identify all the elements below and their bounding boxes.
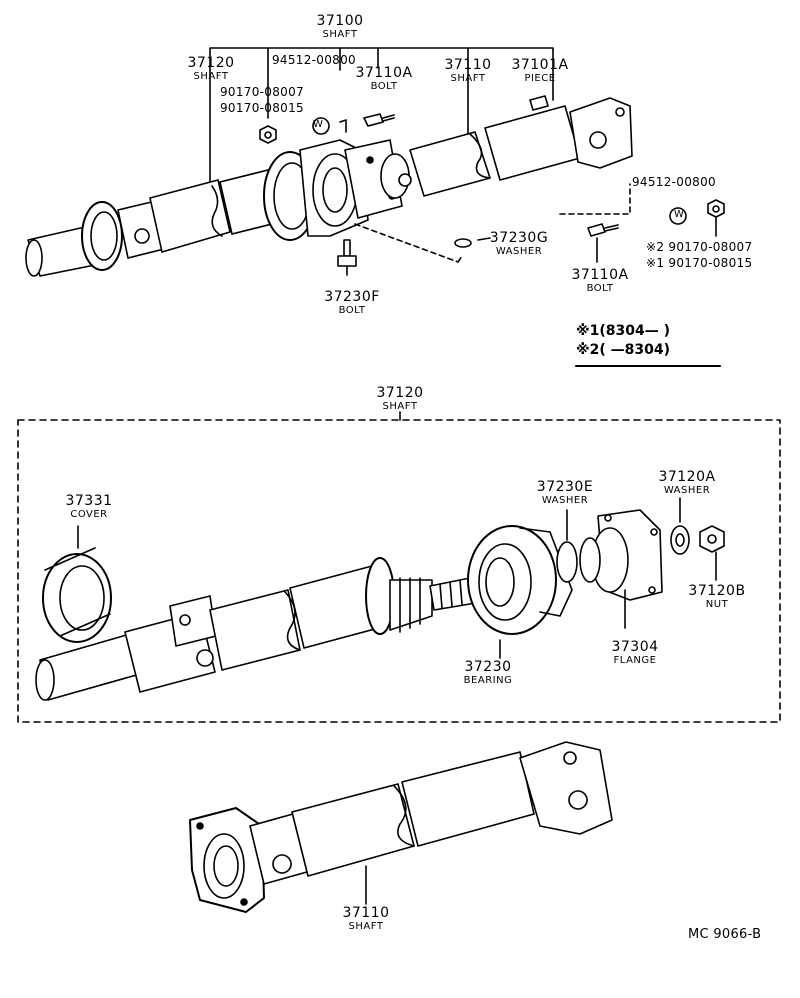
label-37120A-washer: 37120A WASHER — [650, 470, 724, 496]
label-37100-shaft: 37100 SHAFT — [305, 14, 375, 40]
label-37304-flange: 37304 FLANGE — [600, 640, 670, 666]
part-name: COVER — [70, 509, 108, 520]
part-number: 37120 — [376, 385, 424, 401]
label-37110-shaft-top: 37110 SHAFT — [436, 58, 500, 84]
label-37110-shaft-bottom: 37110 SHAFT — [334, 906, 398, 932]
part-name: WASHER — [541, 495, 589, 506]
label-94512-right: 94512-00800 — [632, 175, 716, 189]
washer-w-mark-right: W — [674, 209, 685, 220]
part-name: SHAFT — [322, 29, 358, 40]
bottom-shaft-assembly — [189, 741, 613, 913]
label-37331-cover: 37331 COVER — [58, 494, 120, 520]
part-name: BOLT — [370, 81, 398, 92]
part-name: BOLT — [338, 305, 366, 316]
part-number: 37230E — [536, 479, 594, 495]
part-number: 37331 — [65, 493, 113, 509]
part-name: NUT — [705, 599, 729, 610]
top-shaft-assembly — [25, 47, 725, 367]
part-number: 37110 — [444, 57, 492, 73]
part-number: 37110 — [342, 905, 390, 921]
washer-w-mark-top: W — [313, 119, 324, 130]
label-37230E-washer: 37230E WASHER — [528, 480, 602, 506]
part-number: 37120B — [688, 583, 746, 599]
label-90170-08007-top: 90170-08007 — [220, 85, 304, 99]
label-37230F-bolt: 37230F BOLT — [314, 290, 390, 316]
label-37120-shaft-mid: 37120 SHAFT — [368, 386, 432, 412]
part-number: 37304 — [611, 639, 659, 655]
part-number: 37120 — [187, 55, 235, 71]
part-number: 37101A — [511, 57, 569, 73]
part-name: WASHER — [495, 246, 543, 257]
part-number: 37230G — [489, 230, 549, 246]
part-number: 37100 — [316, 13, 364, 29]
part-number: 37110A — [355, 65, 413, 81]
label-37230G-washer: 37230G WASHER — [482, 231, 556, 257]
part-number: 37230 — [464, 659, 512, 675]
middle-shaft-box — [17, 411, 781, 723]
label-37230-bearing: 37230 BEARING — [450, 660, 526, 686]
legend-line-2: ※2( —8304) — [576, 342, 670, 358]
part-number: 37110A — [571, 267, 629, 283]
label-90170-08015-top: 90170-08015 — [220, 101, 304, 115]
label-37110A-bolt-right: 37110A BOLT — [562, 268, 638, 294]
part-name: BOLT — [586, 283, 614, 294]
part-name: SHAFT — [348, 921, 384, 932]
part-number: 37230F — [324, 289, 380, 305]
label-90170-08007-right: ※2 90170-08007 — [646, 240, 753, 254]
part-name: PIECE — [524, 73, 556, 84]
legend-line-1: ※1(8304— ) — [576, 323, 670, 339]
part-name: FLANGE — [613, 655, 657, 666]
part-name: SHAFT — [382, 401, 418, 412]
label-37110A-bolt-top: 37110A BOLT — [346, 66, 422, 92]
label-90170-08015-right: ※1 90170-08015 — [646, 256, 753, 270]
label-37120B-nut: 37120B NUT — [682, 584, 752, 610]
part-name: WASHER — [663, 485, 711, 496]
part-name: SHAFT — [450, 73, 486, 84]
label-94512-top: 94512-00800 — [272, 53, 356, 67]
part-name: BEARING — [463, 675, 513, 686]
part-name: SHAFT — [193, 71, 229, 82]
label-37120-shaft-top: 37120 SHAFT — [180, 56, 242, 82]
part-number: 37120A — [658, 469, 716, 485]
diagram-code: MC 9066-B — [688, 927, 762, 942]
label-37101A-piece: 37101A PIECE — [500, 58, 580, 84]
